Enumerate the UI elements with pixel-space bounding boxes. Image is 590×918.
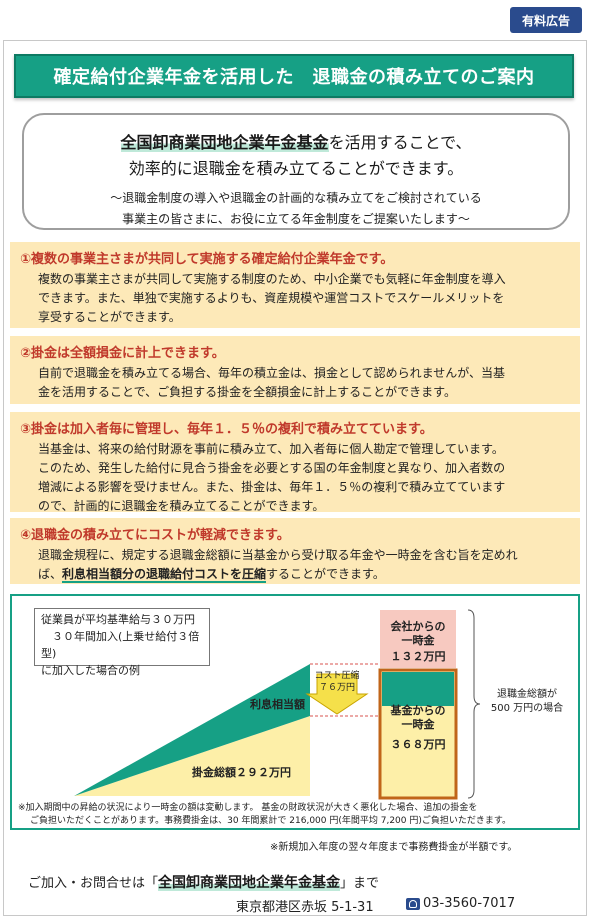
contact-address: 東京都港区赤坂 5-1-31 [236, 900, 374, 915]
example-chart: 従業員が平均基準給与３０万円 ３０年間加入(上乗せ給付３倍型) に加入した場合の… [10, 594, 580, 830]
chart-footnote-2: ご負担いただくことがあります。事務費掛金は、30 年間累計で 216,000 円… [30, 816, 511, 826]
fund-value: ３６８万円 [390, 738, 446, 751]
intro-line4: 事業主の皆さまに、お役に立てる年金制度をご提案いたします～ [122, 212, 470, 226]
section-1-line: 複数の事業主さまが共同して実施する制度のため、中小企業でも気軽に年金制度を導入 [38, 272, 506, 286]
company-box [380, 610, 456, 668]
contribution-label: 掛金総額２９２万円 [192, 766, 291, 779]
fund-box-top [382, 672, 454, 706]
arrow-down-icon [305, 673, 369, 715]
intro-line1-suffix: を活用することで、 [328, 133, 472, 152]
section-3-line: ので、計画的に退職金を積み立てることができます。 [38, 499, 325, 513]
section-4-body: 退職金規程に、規定する退職金総額に当基金から受け取る年金や一時金を含む旨を定めれ… [20, 546, 570, 584]
condition-line: に加入した場合の例 [41, 664, 140, 677]
section-1: ①複数の事業主さまが共同して実施する確定給付企業年金です。 複数の事業主さまが共… [10, 242, 580, 328]
section-4-line: 退職金規程に、規定する退職金総額に当基金から受け取る年金や一時金を含む旨を定めれ [38, 548, 518, 562]
section-3-line: 増減による影響を受けません。また、掛金は、毎年１．５％の複利で積み立てています [38, 480, 506, 494]
section-4-line: ば、利息相当額分の退職給付コストを圧縮することができます。 [38, 565, 570, 584]
intro-line1: 全国卸商業団地企業年金基金を活用することで、 [24, 129, 568, 153]
section-2-heading: ②掛金は全額損金に計上できます。 [20, 346, 225, 361]
chart-graphic [74, 609, 481, 800]
intro-box: 全国卸商業団地企業年金基金を活用することで、 効率的に退職金を積み立てることがで… [22, 113, 570, 230]
total-note: 退職金総額が 500 万円の場合 [482, 688, 572, 716]
section-2-body: 自前で退職金を積み立てる場合、毎年の積立金は、損金として認められませんが、当基 … [20, 364, 570, 402]
ad-frame [3, 40, 587, 916]
contact-phone: 03-3560-7017 [406, 896, 515, 911]
section-4-pre: ば、 [38, 567, 63, 581]
total-note-line: 500 万円の場合 [490, 703, 564, 714]
intro-line2: 効率的に退職金を積み立てることができます。 [128, 159, 464, 178]
company-label: 会社からの 一時金 [390, 620, 446, 647]
phone-icon [406, 897, 420, 910]
section-3-heading: ③掛金は加入者毎に管理し、毎年１．５％の複利で積み立てています。 [20, 422, 433, 437]
chart-condition-box: 従業員が平均基準給与３０万円 ３０年間加入(上乗せ給付３倍型) に加入した場合の… [34, 608, 210, 677]
section-1-body: 複数の事業主さまが共同して実施する制度のため、中小企業でも気軽に年金制度を導入 … [20, 270, 570, 327]
total-brace [467, 609, 481, 799]
ad-badge: 有料広告 [510, 7, 582, 33]
fund-label: 基金からの 一時金 [390, 704, 446, 731]
contact-fund-name: 全国卸商業団地企業年金基金 [158, 875, 341, 891]
condition-line: ３０年間加入(上乗せ給付３倍型) [41, 630, 200, 660]
section-1-line: できます。また、単独で実施するよりも、資産規模や運営コストでスケールメリットを [38, 291, 505, 305]
section-3-line: このため、発生した給付に見合う掛金を必要とする国の年金制度と異なり、加入者数の [38, 461, 506, 475]
contact-prefix: ご加入・お問合せは「 [28, 876, 159, 891]
section-1-line: 享受することができます。 [38, 310, 181, 324]
section-4: ④退職金の積み立てにコストが軽減できます。 退職金規程に、規定する退職金総額に当… [10, 518, 580, 584]
condition-line: 従業員が平均基準給与３０万円 [41, 613, 195, 626]
contact-suffix: 」まで [340, 876, 380, 891]
section-2: ②掛金は全額損金に計上できます。 自前で退職金を積み立てる場合、毎年の積立金は、… [10, 336, 580, 404]
interest-area [74, 664, 310, 796]
company-value: １３２万円 [390, 650, 446, 663]
section-4-highlight: 利息相当額分の退職給付コストを圧縮 [62, 567, 267, 583]
chart-footnote-1: ※加入期間中の昇給の状況により一時金の額は変動します。 基金の財政状況が大きく悪… [18, 803, 478, 813]
banner-title: 確定給付企業年金を活用した 退職金の積み立てのご案内 [14, 54, 574, 98]
section-4-heading: ④退職金の積み立てにコストが軽減できます。 [20, 528, 290, 543]
phone-link[interactable]: 03-3560-7017 [423, 896, 516, 911]
cost-reduction-value: ７６万円 [318, 683, 355, 693]
section-3: ③掛金は加入者毎に管理し、毎年１．５％の複利で積み立てています。 当基金は、将来… [10, 412, 580, 513]
section-2-line: 金を活用することで、ご負担する掛金を全額損金に計上することができます。 [38, 385, 456, 399]
interest-label: 利息相当額 [250, 698, 305, 711]
section-1-heading: ①複数の事業主さまが共同して実施する確定給付企業年金です。 [20, 252, 394, 267]
section-2-line: 自前で退職金を積み立てる場合、毎年の積立金は、損金として認められませんが、当基 [38, 366, 506, 380]
section-4-post: することができます。 [266, 567, 385, 581]
contact-line: ご加入・お問合せは「全国卸商業団地企業年金基金」まで [28, 872, 379, 892]
new-member-note: ※新規加入年度の翌々年度まで事務費掛金が半額です。 [270, 842, 518, 853]
cost-reduction-label: コスト圧縮 [314, 671, 360, 681]
intro-line3: ～退職金制度の導入や退職金の計画的な積み立てをご検討されている [110, 191, 482, 205]
intro-fund-name: 全国卸商業団地企業年金基金 [120, 133, 329, 152]
section-3-body: 当基金は、将来の給付財源を事前に積み立て、加入者毎に個人勘定で管理しています。 … [20, 440, 570, 516]
total-note-line: 退職金総額が [497, 689, 557, 700]
section-3-line: 当基金は、将来の給付財源を事前に積み立て、加入者毎に個人勘定で管理しています。 [38, 442, 504, 456]
cost-reduction: コスト圧縮 ７６万円 [312, 670, 362, 694]
